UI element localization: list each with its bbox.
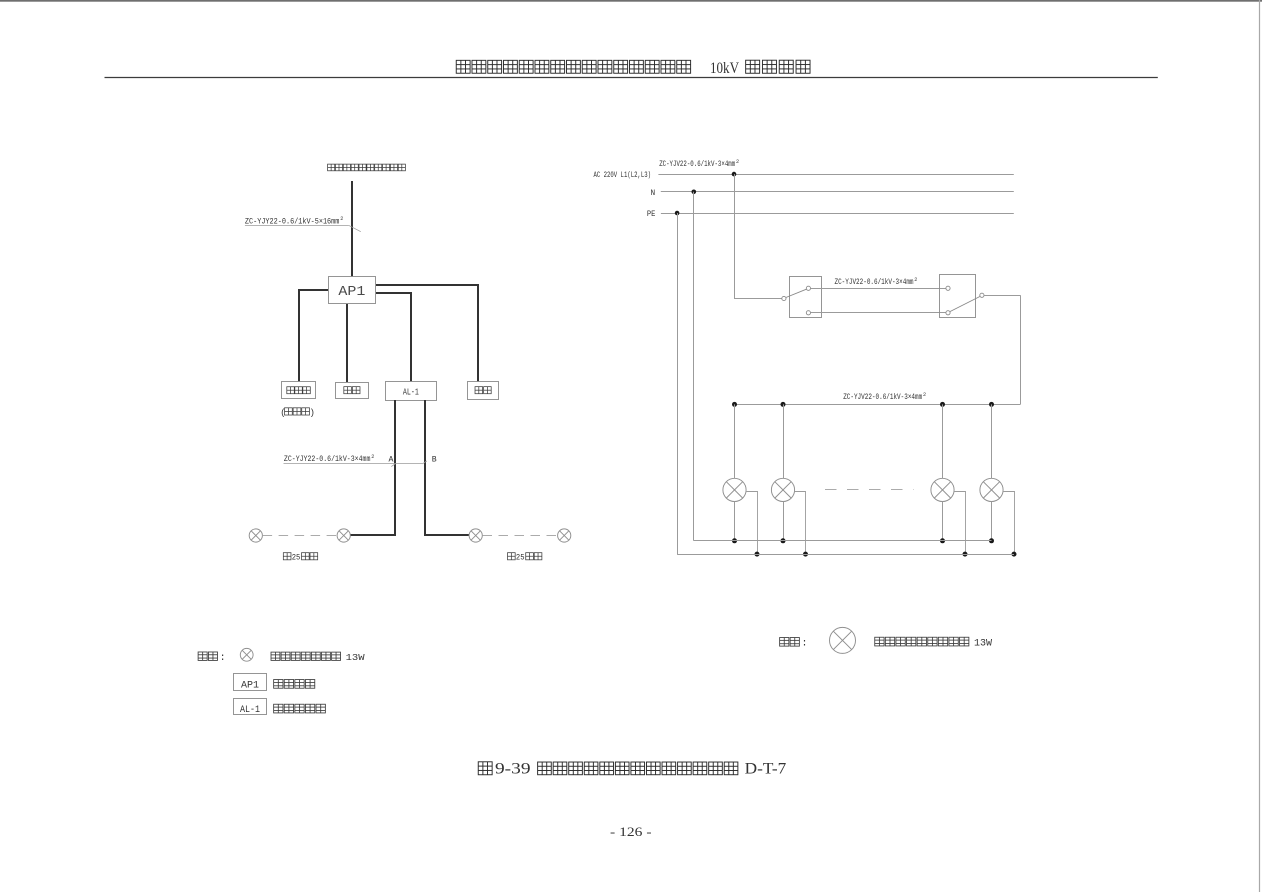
- svg-text:ZC-YJV22-0.6/1kV-3×4mm: ZC-YJV22-0.6/1kV-3×4mm: [835, 277, 914, 287]
- svg-text::: :: [220, 653, 226, 664]
- svg-text:AP1: AP1: [241, 679, 259, 691]
- svg-text:): ): [310, 408, 315, 418]
- svg-text:PE: PE: [647, 211, 656, 219]
- svg-text:2: 2: [340, 216, 343, 222]
- svg-text:ZC-YJV22-0.6/1kV-3×4mm: ZC-YJV22-0.6/1kV-3×4mm: [659, 159, 735, 169]
- svg-text::: :: [802, 639, 808, 650]
- svg-text:A: A: [389, 455, 394, 464]
- svg-text:2: 2: [923, 392, 926, 398]
- svg-text:AP1: AP1: [338, 285, 365, 300]
- svg-text:(: (: [280, 408, 285, 418]
- svg-text:ZC-YJV22-0.6/1kV-3×4mm: ZC-YJV22-0.6/1kV-3×4mm: [843, 392, 922, 402]
- svg-text:2: 2: [914, 277, 917, 283]
- svg-text:10kV: 10kV: [710, 60, 740, 77]
- svg-text:B: B: [432, 455, 437, 464]
- svg-text:AL-1: AL-1: [240, 705, 260, 716]
- svg-text:13W: 13W: [346, 652, 365, 663]
- svg-text:25: 25: [292, 553, 301, 562]
- svg-text:N: N: [651, 190, 656, 198]
- svg-text:AL-1: AL-1: [403, 386, 419, 397]
- svg-text:2: 2: [736, 159, 739, 165]
- svg-text:25: 25: [516, 553, 525, 562]
- svg-text:ZC-YJY22-0.6/1kV-3×4mm: ZC-YJY22-0.6/1kV-3×4mm: [284, 454, 371, 464]
- svg-text:ZC-YJY22-0.6/1kV-5×16mm: ZC-YJY22-0.6/1kV-5×16mm: [245, 216, 340, 226]
- svg-text:13W: 13W: [974, 637, 992, 648]
- svg-text:9-39: 9-39: [495, 761, 531, 778]
- svg-text:AC 220V L1(L2,L3): AC 220V L1(L2,L3): [594, 172, 652, 180]
- svg-text:D-T-7: D-T-7: [745, 761, 787, 778]
- svg-text:2: 2: [371, 454, 374, 460]
- svg-text:- 126 -: - 126 -: [610, 825, 652, 839]
